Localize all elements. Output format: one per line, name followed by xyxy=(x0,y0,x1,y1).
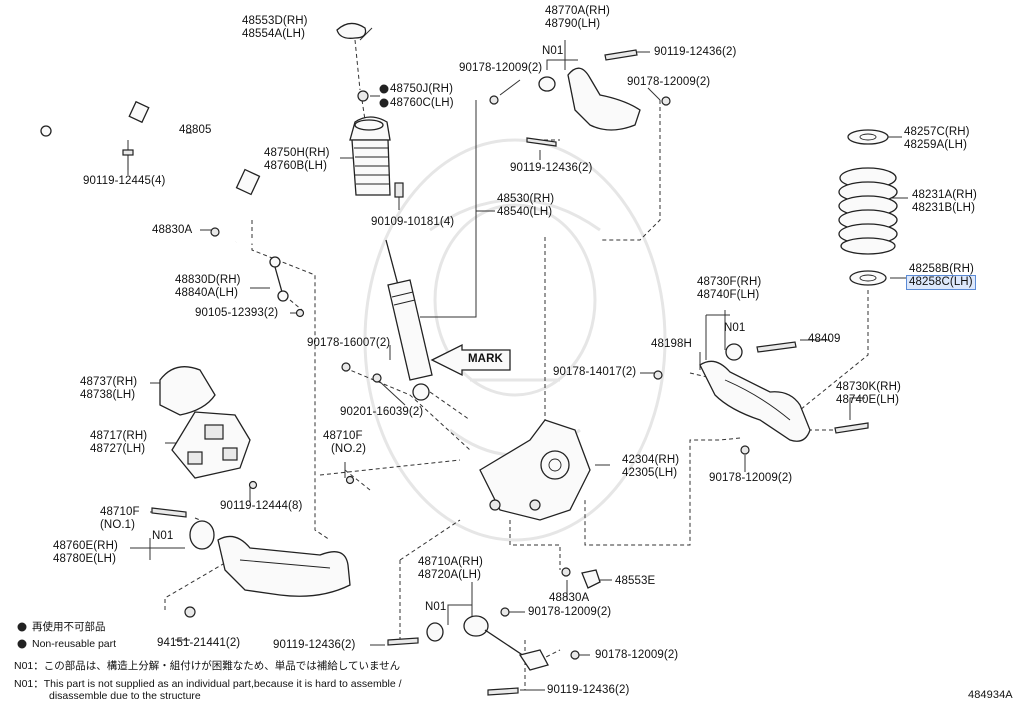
nut-48750j xyxy=(357,90,369,102)
lower-spring-seat xyxy=(849,270,887,286)
bolt-90119-12444 xyxy=(248,480,258,490)
lower-control-arm xyxy=(653,341,869,455)
label-48257c: 48257C(RH)48259A(LH) xyxy=(904,126,970,151)
nonreuse-dot-48750j xyxy=(379,84,389,94)
legend-dot-2 xyxy=(17,639,27,649)
label-48760e: 48760E(RH)48780E(LH) xyxy=(53,540,118,565)
label-48553e: 48553E xyxy=(615,575,656,587)
label-48805: 48805 xyxy=(179,124,212,136)
label-48760c: 48760C(LH) xyxy=(390,97,454,109)
diagram-code: 484934A xyxy=(968,689,1013,701)
label-90178-12009-d: 90178-12009(2) xyxy=(528,606,612,618)
label-90178-12009-a: 90178-12009(2) xyxy=(459,62,543,74)
note-n01-jp: N01：この部品は、構造上分解・組付けが困難なため、単品では補給していません xyxy=(14,660,401,672)
nut-48830a-lower xyxy=(561,567,571,577)
label-48737: 48737(RH)48738(LH) xyxy=(80,376,138,401)
label-90119-12436-b: 90119-12436(2) xyxy=(510,162,593,174)
label-48198h: 48198H xyxy=(651,338,692,350)
legend-dot-1 xyxy=(17,622,27,632)
upper-spring-seat xyxy=(847,129,889,145)
label-n01-lower-arm: N01 xyxy=(724,322,746,334)
label-mark: MARK xyxy=(468,353,503,365)
label-48770a: 48770A(RH)48790(LH) xyxy=(545,5,610,30)
label-48830d: 48830D(RH)48840A(LH) xyxy=(175,274,241,299)
upper-control-arm xyxy=(489,49,671,147)
nut-48553e xyxy=(581,569,601,589)
label-n01-trailing-arm: N01 xyxy=(152,530,174,542)
label-90119-12436-c: 90119-12436(2) xyxy=(273,639,356,651)
label-90178-12009-e: 90178-12009(2) xyxy=(595,649,679,661)
label-48730k: 48730K(RH)48740E(LH) xyxy=(836,381,901,406)
label-90119-12436-d: 90119-12436(2) xyxy=(547,684,630,696)
nonreuse-dot-48760c xyxy=(379,98,389,108)
label-48750j: 48750J(RH) xyxy=(390,83,453,95)
note-n01-en-line1: N01：This part is not supplied as an indi… xyxy=(14,678,402,690)
label-48409: 48409 xyxy=(808,333,841,345)
label-48553d: 48553D(RH)48554A(LH) xyxy=(242,15,308,40)
label-90178-16007: 90178-16007(2) xyxy=(307,337,391,349)
bushing-90178-16007 xyxy=(341,362,351,372)
legend-non-reusable-jp: 再使用不可部品 xyxy=(32,621,106,633)
label-48258b: 48258B(RH) xyxy=(909,263,974,275)
shock-absorber-48530 xyxy=(349,116,433,401)
bolt-90119-12445 xyxy=(122,149,134,170)
label-48710f-no2: 48710F(NO.2) xyxy=(323,430,367,455)
label-48830a-lower: 48830A xyxy=(549,592,590,604)
label-90201-16039: 90201-16039(2) xyxy=(340,406,424,418)
label-48710a: 48710A(RH)48720A(LH) xyxy=(418,556,483,581)
label-48717: 48717(RH)48727(LH) xyxy=(90,430,148,455)
trailing-arm xyxy=(151,475,355,618)
label-n01-lower-link: N01 xyxy=(425,601,447,613)
label-42304: 42304(RH)42305(LH) xyxy=(622,454,680,479)
stabilizer-link xyxy=(210,227,305,318)
label-90178-12009-c: 90178-12009(2) xyxy=(709,472,793,484)
leader-lines xyxy=(127,27,908,691)
cover-48737 xyxy=(159,366,216,416)
lower-link-48710a xyxy=(387,607,580,696)
label-90178-14017: 90178-14017(2) xyxy=(553,366,637,378)
label-48750h: 48750H(RH)48760B(LH) xyxy=(264,147,330,172)
label-48830a-upper: 48830A xyxy=(152,224,193,236)
label-90105-12393: 90105-12393(2) xyxy=(195,307,279,319)
label-90119-12436-a: 90119-12436(2) xyxy=(654,46,737,58)
label-n01-upper-arm: N01 xyxy=(542,45,564,57)
legend-non-reusable-en: Non-reusable part xyxy=(32,638,117,650)
label-90109-10181: 90109-10181(4) xyxy=(371,216,455,228)
label-48231a: 48231A(RH)48231B(LH) xyxy=(912,189,977,214)
label-48710f-no1: 48710F(NO.1) xyxy=(100,506,140,531)
washer-90201 xyxy=(372,373,382,383)
rear-knuckle xyxy=(479,419,591,521)
label-90119-12444: 90119-12444(8) xyxy=(220,500,303,512)
label-90119-12445: 90119-12445(4) xyxy=(83,175,166,187)
cap-48553d xyxy=(336,22,367,39)
coil-spring xyxy=(838,167,898,255)
label-48530: 48530(RH)48540(LH) xyxy=(497,193,555,218)
label-48258c-highlighted[interactable]: 48258C(LH) xyxy=(906,275,976,290)
label-90178-12009-b: 90178-12009(2) xyxy=(627,76,711,88)
mount-48717 xyxy=(171,411,251,479)
stabilizer-bar xyxy=(40,100,274,245)
label-94151-21441: 94151-21441(2) xyxy=(157,637,241,649)
label-48730f: 48730F(RH)48740F(LH) xyxy=(697,276,762,301)
note-n01-en-line2: disassemble due to the structure xyxy=(49,690,201,702)
mark-callout xyxy=(430,343,511,377)
